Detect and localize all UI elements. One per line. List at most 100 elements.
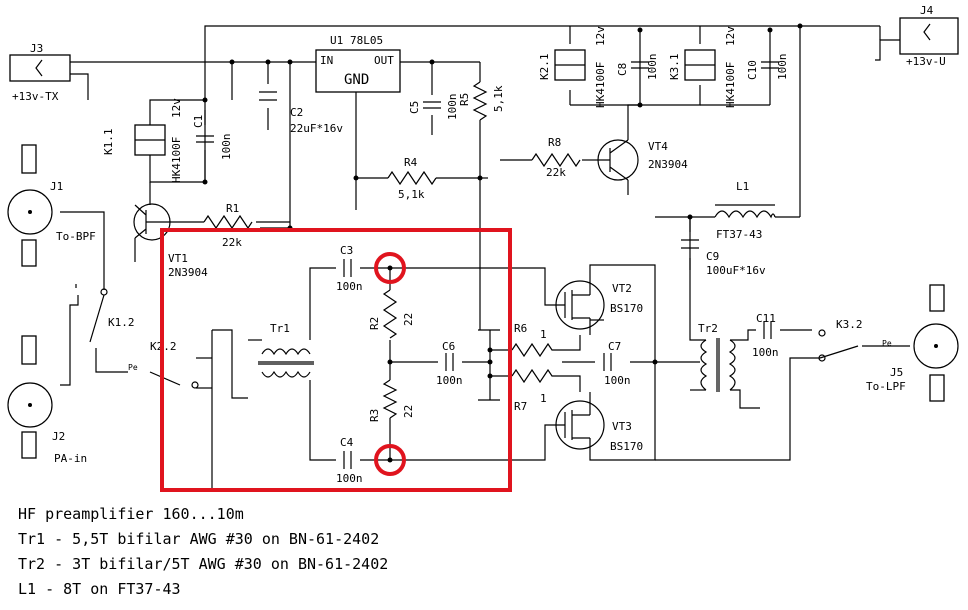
note-l1: L1 - 8T on FT37-43 — [18, 580, 181, 598]
svg-text:VT4: VT4 — [648, 140, 668, 153]
svg-text:1: 1 — [540, 328, 547, 341]
connector-j3: J3 +13v-TX — [9, 42, 71, 103]
svg-text:IN: IN — [320, 54, 333, 67]
svg-text:12v: 12v — [724, 26, 737, 46]
svg-text:GND: GND — [344, 72, 369, 88]
svg-text:C7: C7 — [608, 340, 621, 353]
svg-text:R7: R7 — [514, 400, 527, 413]
note-title: HF preamplifier 160...10m — [18, 505, 244, 523]
capacitor-c7: C7 100n — [603, 340, 631, 387]
svg-text:J4: J4 — [920, 4, 934, 17]
svg-text:C5: C5 — [408, 101, 421, 114]
svg-text:C3: C3 — [340, 244, 353, 257]
capacitor-c3: C3 100n — [336, 244, 363, 293]
svg-text:VT1: VT1 — [168, 252, 188, 265]
svg-text:To-LPF: To-LPF — [866, 380, 906, 393]
svg-text:R4: R4 — [404, 156, 418, 169]
svg-text:To-BPF: To-BPF — [56, 230, 96, 243]
svg-text:C11: C11 — [756, 312, 776, 325]
svg-text:22: 22 — [402, 313, 415, 326]
svg-text:100n: 100n — [336, 472, 363, 485]
wires — [60, 25, 910, 488]
svg-text:PA-in: PA-in — [54, 452, 87, 465]
svg-text:100n: 100n — [776, 54, 789, 81]
svg-text:R2: R2 — [368, 317, 381, 330]
relay-contact-k12: K1.2 — [89, 288, 135, 343]
svg-text:100n: 100n — [752, 346, 779, 359]
capacitor-c5: C5 100n — [408, 94, 459, 121]
note-tr1: Tr1 - 5,5T bifilar AWG #30 on BN-61-2402 — [18, 530, 380, 548]
svg-text:K3.1: K3.1 — [668, 54, 681, 81]
svg-text:Tr1: Tr1 — [270, 322, 290, 335]
notes-block: HF preamplifier 160...10m Tr1 - 5,5T bif… — [18, 502, 388, 602]
svg-text:HK4100F: HK4100F — [724, 62, 737, 108]
svg-text:R3: R3 — [368, 409, 381, 422]
svg-text:BS170: BS170 — [610, 440, 643, 453]
svg-text:L1: L1 — [736, 180, 749, 193]
svg-text:100n: 100n — [446, 94, 459, 121]
svg-text:K1.2: K1.2 — [108, 316, 135, 329]
svg-text:C9: C9 — [706, 250, 719, 263]
svg-text:J2: J2 — [52, 430, 65, 443]
relay-k1: K1.1 HK4100F 12v — [102, 98, 183, 183]
resistor-r8: R8 22k — [531, 136, 581, 179]
transformer-tr2: Tr2 — [698, 322, 736, 392]
svg-text:C2: C2 — [290, 106, 303, 119]
svg-text:100uF*16v: 100uF*16v — [706, 264, 766, 277]
svg-text:100n: 100n — [220, 134, 233, 161]
svg-text:2N3904: 2N3904 — [648, 158, 688, 171]
transformer-tr1: Tr1 — [258, 322, 314, 378]
svg-text:OUT: OUT — [374, 54, 394, 67]
svg-text:HK4100F: HK4100F — [594, 62, 607, 108]
svg-text:K2.1: K2.1 — [538, 54, 551, 81]
resistor-r6: R6 1 — [511, 322, 560, 358]
relay-contact-k32: K3.2 Pe — [818, 318, 892, 362]
svg-text:5,1k: 5,1k — [398, 188, 425, 201]
svg-text:U1: U1 — [330, 34, 343, 47]
svg-text:BS170: BS170 — [610, 302, 643, 315]
svg-text:Pe: Pe — [882, 339, 892, 348]
svg-text:22: 22 — [402, 405, 415, 418]
svg-text:+13v-TX: +13v-TX — [12, 90, 59, 103]
svg-text:C1: C1 — [192, 115, 205, 128]
svg-text:R1: R1 — [226, 202, 239, 215]
highlight-overlay — [160, 228, 512, 492]
svg-text:12v: 12v — [170, 98, 183, 118]
svg-text:J1: J1 — [50, 180, 63, 193]
svg-text:R5: R5 — [458, 93, 471, 106]
svg-text:1: 1 — [540, 392, 547, 405]
resistor-r1: R1 22k — [203, 202, 253, 249]
resistor-r3: R3 22 — [368, 379, 415, 422]
capacitor-c9: C9 100uF*16v — [681, 239, 766, 277]
svg-text:C8: C8 — [616, 63, 629, 76]
inductor-l1: L1 FT37-43 — [714, 180, 776, 241]
svg-text:22k: 22k — [546, 166, 566, 179]
svg-text:R6: R6 — [514, 322, 527, 335]
svg-text:2N3904: 2N3904 — [168, 266, 208, 279]
svg-text:5,1k: 5,1k — [492, 85, 505, 112]
svg-text:+13v-U: +13v-U — [906, 55, 946, 68]
svg-text:C10: C10 — [746, 60, 759, 80]
capacitor-c4: C4 100n — [336, 436, 363, 485]
svg-text:100n: 100n — [436, 374, 463, 387]
capacitor-c8: C8 100n — [616, 54, 659, 81]
regulator-u1: U1 78L05 IN OUT GND — [315, 34, 401, 93]
connector-j5: J5 To-LPF — [866, 284, 959, 402]
connector-j4: J4 +13v-U — [899, 4, 959, 68]
transistor-vt1: VT1 2N3904 — [133, 203, 208, 279]
capacitor-c6: C6 100n — [436, 340, 463, 387]
svg-text:VT3: VT3 — [612, 420, 632, 433]
relay-k2: K2.1 HK4100F 12v — [538, 26, 607, 108]
svg-text:K3.2: K3.2 — [836, 318, 863, 331]
capacitor-c11: C11 100n — [752, 312, 779, 359]
svg-text:R8: R8 — [548, 136, 561, 149]
svg-text:100n: 100n — [604, 374, 631, 387]
resistor-r4: R4 5,1k — [387, 156, 437, 201]
svg-text:VT2: VT2 — [612, 282, 632, 295]
capacitor-c10: C10 100n — [746, 54, 789, 81]
mosfet-vt3: VT3 BS170 — [555, 392, 643, 453]
resistor-r7: R7 1 — [511, 368, 560, 413]
transistor-vt4: VT4 2N3904 — [597, 139, 688, 181]
svg-text:C4: C4 — [340, 436, 354, 449]
